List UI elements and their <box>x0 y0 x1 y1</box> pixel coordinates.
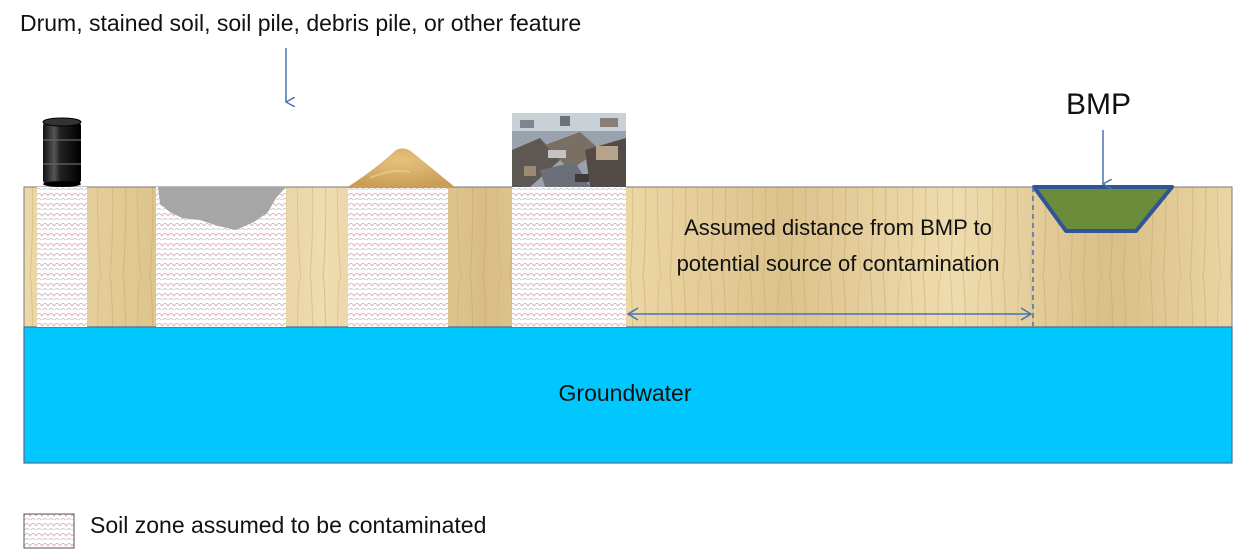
contaminated-zone-debris <box>512 187 626 327</box>
stain-icon <box>158 187 286 230</box>
distance-label: Assumed distance from BMP to potential s… <box>676 215 1000 276</box>
bmp-basin-icon <box>1032 185 1174 233</box>
debris-pile-icon <box>512 113 626 187</box>
groundwater-layer <box>23 326 1233 464</box>
contaminated-zones <box>37 187 626 327</box>
distance-double-arrow <box>626 307 1033 321</box>
drum-icon <box>42 117 82 187</box>
groundwater-label: Groundwater <box>558 380 692 406</box>
legend-label: Soil zone assumed to be contaminated <box>90 512 487 538</box>
contaminated-zone-soil-pile <box>348 187 448 327</box>
soil-pile-icon <box>346 148 456 188</box>
feature-label: Drum, stained soil, soil pile, debris pi… <box>20 10 582 36</box>
legend-swatch <box>23 513 75 549</box>
contaminated-zone-drum <box>37 187 87 327</box>
bmp-label: BMP <box>1066 88 1132 121</box>
